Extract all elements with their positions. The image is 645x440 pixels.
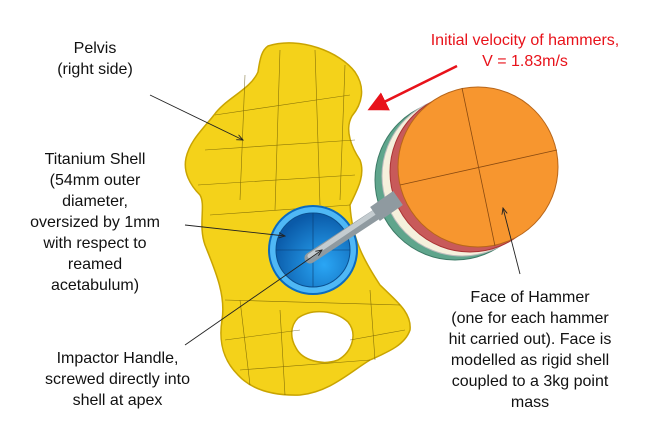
impactor-leader: [184, 250, 322, 346]
shell-leader: [184, 224, 285, 236]
label-line: screwed directly into: [45, 371, 190, 388]
label-line: Pelvis: [73, 40, 117, 57]
velocity-label: Initial velocity of hammers, V = 1.83m/s: [410, 30, 640, 72]
hammer-label: Face of Hammer (one for each hammer hit …: [430, 287, 630, 413]
label-line: reamed: [67, 256, 123, 273]
velocity-arrow: [367, 64, 458, 111]
hammer: [374, 86, 559, 261]
label-line: shell at apex: [72, 392, 163, 409]
label-line: Impactor Handle,: [56, 350, 179, 367]
pelvis-leader: [149, 94, 243, 140]
label-line: Titanium Shell: [44, 151, 146, 168]
label-line: hit carried out). Face is: [448, 331, 612, 348]
shell-label: Titanium Shell (54mm outer diameter, ove…: [20, 149, 170, 296]
label-line: Initial velocity of hammers,: [430, 32, 620, 49]
label-line: oversized by 1mm: [30, 214, 160, 231]
label-line: coupled to a 3kg point: [451, 373, 609, 390]
label-line: Face of Hammer: [470, 289, 590, 306]
impactor-label: Impactor Handle, screwed directly into s…: [30, 348, 205, 411]
label-line: (one for each hammer: [451, 310, 609, 327]
pelvis-label: Pelvis (right side): [45, 38, 145, 80]
label-line: modelled as rigid shell: [450, 352, 610, 369]
label-line: with respect to: [43, 235, 147, 252]
label-line: V = 1.83m/s: [482, 53, 568, 70]
label-line: (54mm outer: [49, 172, 141, 189]
label-line: acetabulum): [50, 277, 140, 294]
label-line: (right side): [57, 61, 133, 78]
label-line: mass: [510, 394, 550, 411]
label-line: diameter,: [62, 193, 128, 210]
hammer-leader: [503, 208, 521, 275]
